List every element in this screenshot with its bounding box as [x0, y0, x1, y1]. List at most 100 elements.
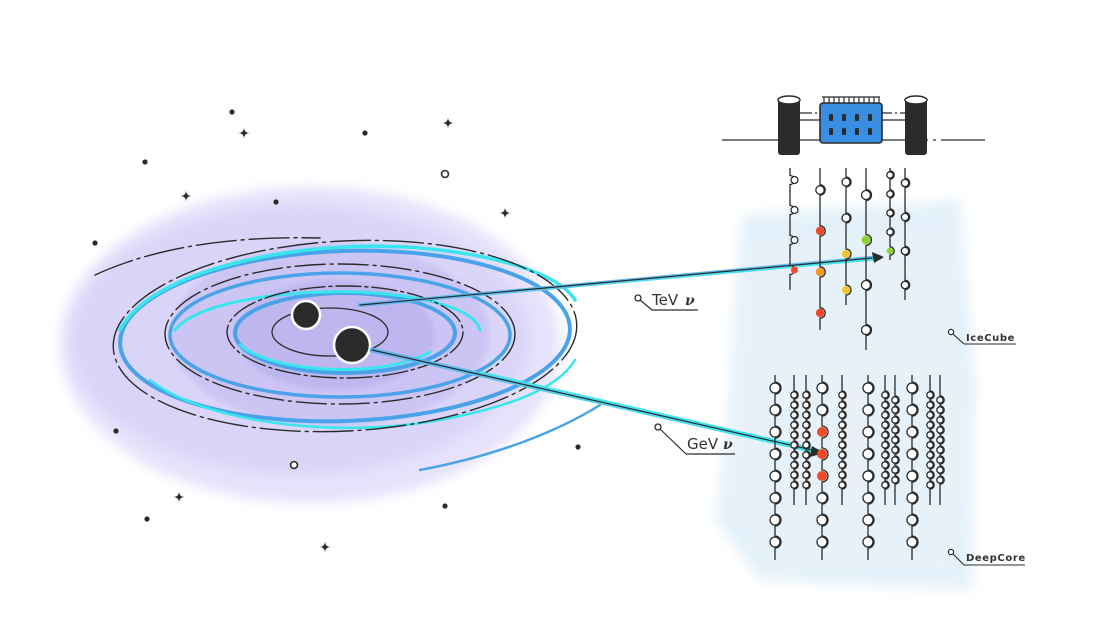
sensor-icon	[838, 391, 846, 399]
sensor-icon	[842, 286, 850, 294]
sensor-icon	[926, 431, 934, 439]
star-dot	[144, 516, 150, 522]
star-icon	[319, 541, 331, 553]
sensor-icon	[838, 461, 846, 469]
icecube-label: IceCube	[947, 328, 1016, 345]
sensor-icon	[906, 448, 918, 460]
sensor-icon	[838, 421, 846, 429]
star-ring	[440, 169, 450, 179]
sensor-icon	[802, 431, 810, 439]
sensor-icon	[816, 536, 828, 548]
sensor-icon	[838, 441, 846, 449]
sensor-icon	[926, 401, 934, 409]
sensor-icon	[936, 406, 944, 414]
sensor-icon	[862, 426, 874, 438]
station-icon	[819, 96, 883, 144]
sensor-icon	[817, 471, 827, 481]
sensor-icon	[790, 431, 798, 439]
sensor-icon	[791, 266, 798, 274]
sensor-icon	[900, 280, 910, 290]
tev-label: TeV ν	[634, 291, 698, 311]
star-dot	[92, 240, 98, 246]
beam-arrowhead	[872, 252, 884, 263]
sensor-icon	[790, 421, 798, 429]
sensor-icon	[881, 431, 889, 439]
sensor-icon	[926, 391, 934, 399]
deepcore-label: DeepCore	[947, 548, 1026, 566]
sensor-icon	[881, 401, 889, 409]
sensor-icon	[862, 514, 874, 526]
sensor-icon	[815, 308, 825, 318]
galaxy-cloud	[60, 187, 560, 503]
sensor-icon	[816, 492, 828, 504]
sensor-icon	[790, 451, 798, 459]
sensor-icon	[891, 396, 899, 404]
sensor-icon	[790, 481, 798, 489]
sensor-icon	[862, 448, 874, 460]
sensor-icon	[769, 448, 781, 460]
star-ring	[289, 460, 299, 470]
sensor-icon	[841, 177, 851, 187]
sensor-icon	[790, 441, 798, 449]
star-dot	[442, 503, 448, 509]
sensor-icon	[842, 250, 850, 258]
sensor-icon	[802, 471, 810, 479]
sensor-icon	[802, 401, 810, 409]
sensor-icon	[862, 404, 874, 416]
drill-tower-icon	[777, 95, 801, 155]
black-hole-icon	[332, 325, 372, 365]
icecube-text: IceCube	[966, 333, 1015, 344]
star-icon	[173, 491, 185, 503]
sensor-icon	[926, 461, 934, 469]
sensor-icon	[841, 213, 851, 223]
sensor-icon	[802, 391, 810, 399]
detector-strings	[769, 168, 945, 560]
star-dot	[229, 109, 235, 115]
sensor-icon	[815, 267, 825, 277]
sensor-icon	[838, 481, 846, 489]
sensor-icon	[862, 382, 874, 394]
gev-label: GeV ν	[654, 423, 735, 455]
black-hole-icon	[290, 299, 322, 331]
sensor-icon	[891, 426, 899, 434]
sensor-icon	[900, 212, 910, 222]
sensor-icon	[926, 411, 934, 419]
sensor-icon	[926, 441, 934, 449]
surface-station	[722, 95, 985, 155]
sensor-icon	[769, 470, 781, 482]
star-dot	[142, 159, 148, 165]
sensor-icon	[881, 421, 889, 429]
spiral-arms	[94, 237, 602, 472]
neutrino-beams	[358, 252, 884, 457]
sensor-icon	[891, 446, 899, 454]
sensor-icon	[802, 451, 810, 459]
sensor-icon	[891, 456, 899, 464]
tev-nu-symbol: ν	[685, 293, 695, 309]
sensor-icon	[769, 382, 781, 394]
sensor-icon	[790, 401, 798, 409]
sensor-icon	[802, 411, 810, 419]
star-dot	[113, 428, 119, 434]
sensor-icon	[926, 471, 934, 479]
deepcore-text: DeepCore	[966, 553, 1026, 564]
sensor-icon	[790, 235, 799, 245]
sensor-icon	[838, 431, 846, 439]
sensor-icon	[816, 514, 828, 526]
sensor-icon	[891, 466, 899, 474]
sensor-icon	[906, 382, 918, 394]
sensor-icon	[769, 404, 781, 416]
sensor-icon	[802, 421, 810, 429]
sensor-icon	[860, 279, 872, 291]
sensor-icon	[838, 471, 846, 479]
sensor-icon	[860, 189, 872, 201]
sensor-icon	[900, 246, 910, 256]
sensor-icon	[881, 471, 889, 479]
star-icon	[499, 207, 511, 219]
sensor-icon	[926, 481, 934, 489]
sensor-icon	[906, 514, 918, 526]
sensor-icon	[936, 466, 944, 474]
sensor-icon	[881, 411, 889, 419]
beam-arrowhead	[810, 446, 824, 457]
gev-nu-symbol: ν	[723, 437, 733, 453]
star-dot	[575, 444, 581, 450]
